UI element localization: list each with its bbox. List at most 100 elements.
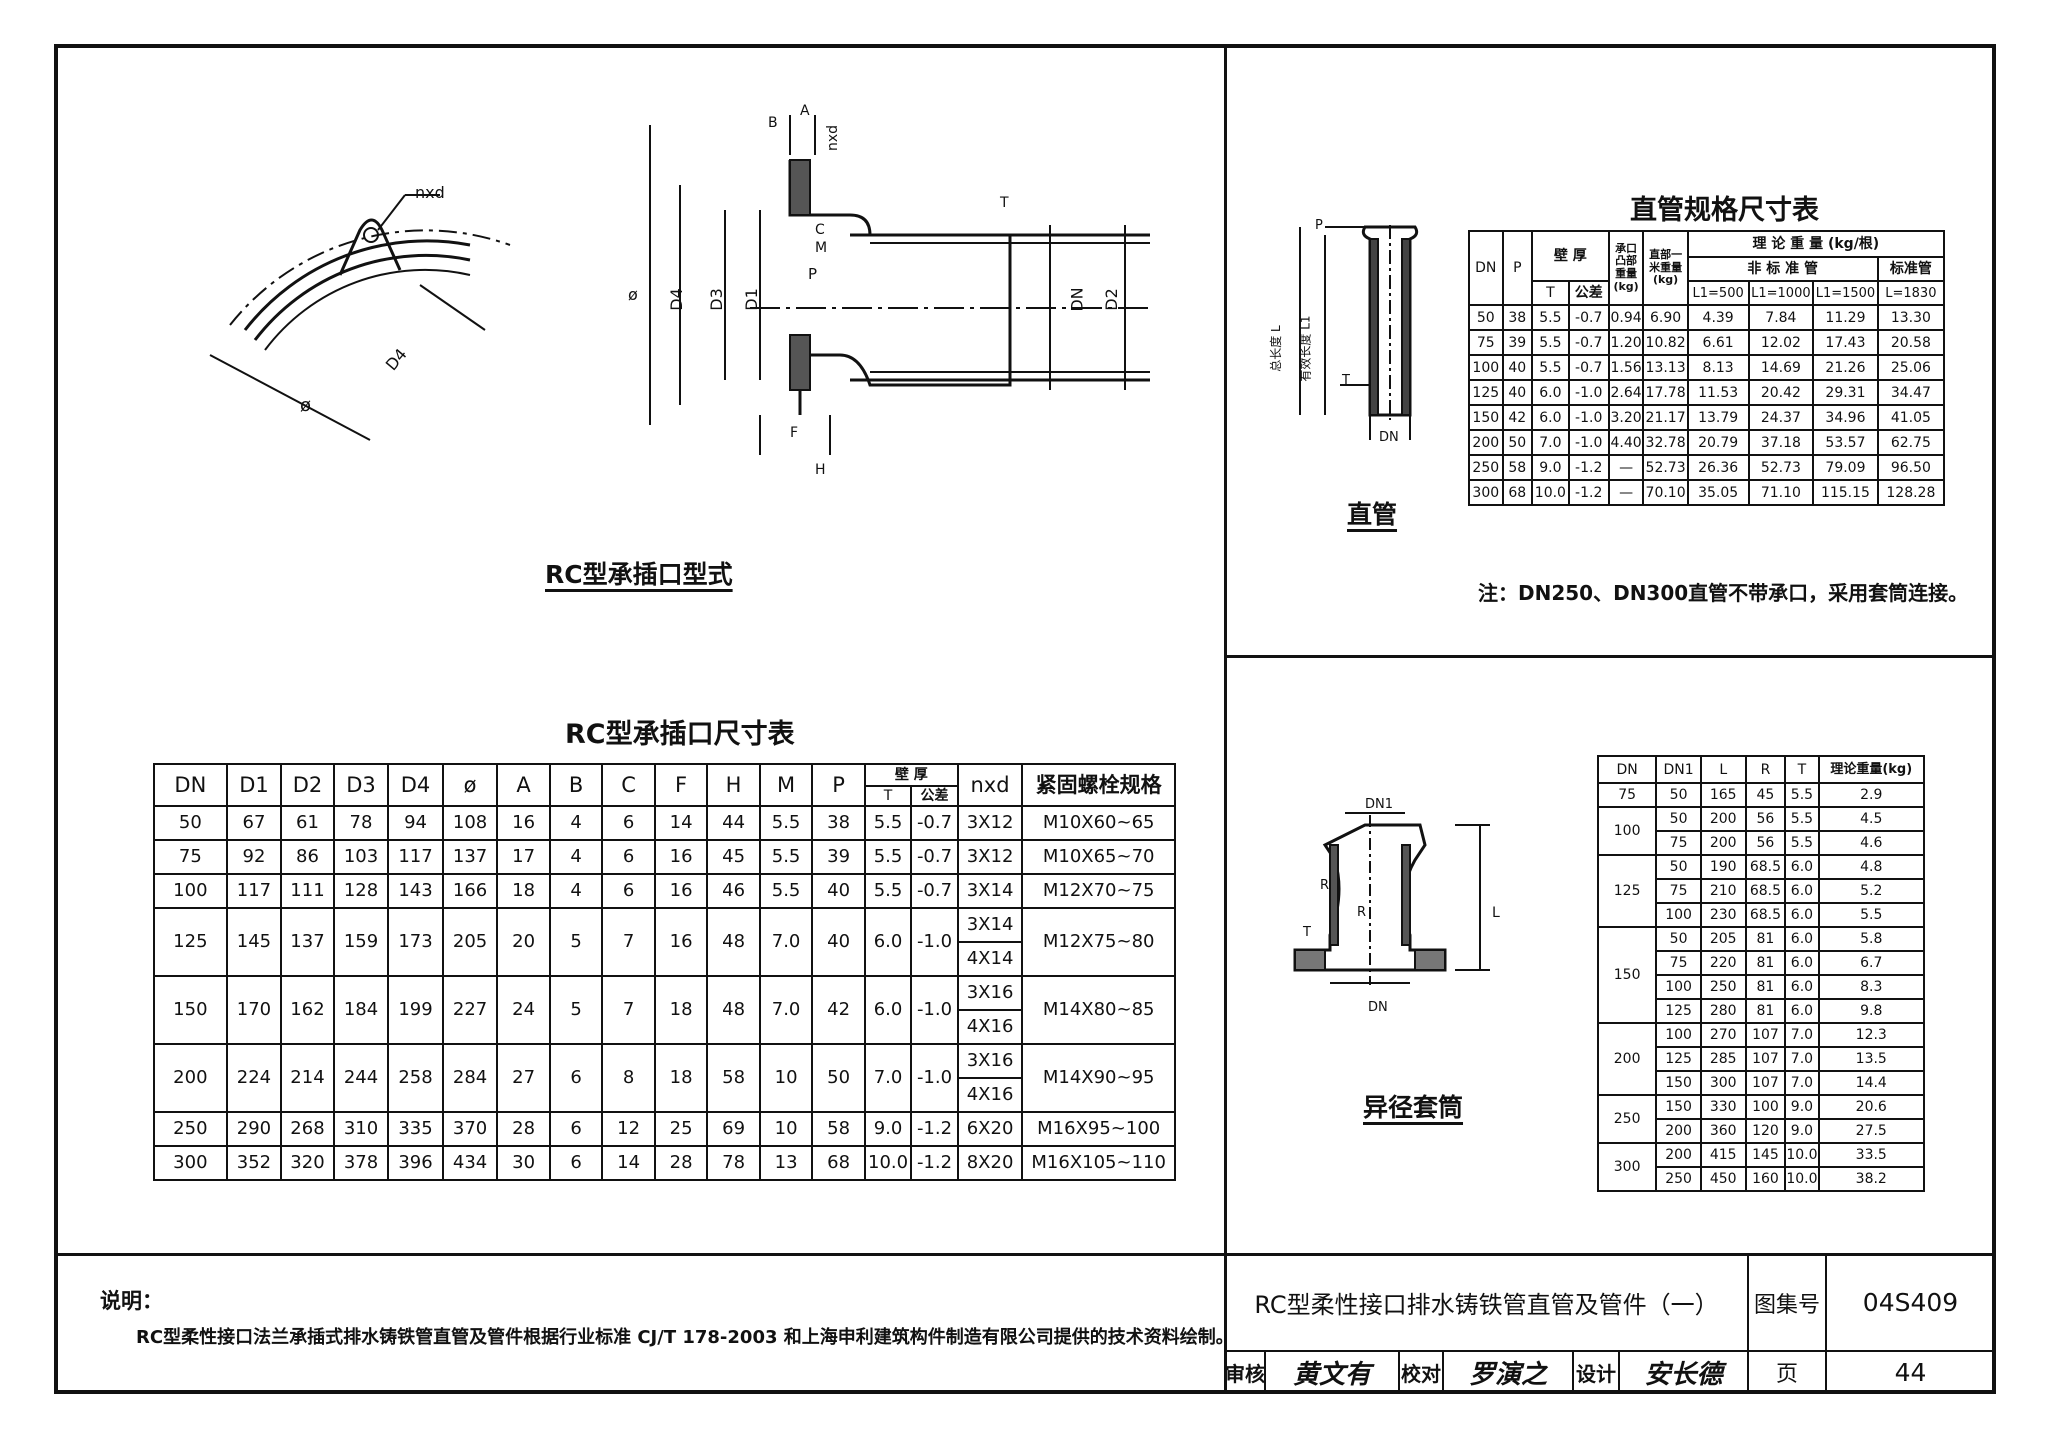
rc-col-m: M bbox=[758, 763, 814, 807]
rc-table-cell: 18 bbox=[496, 873, 551, 909]
sleeve-table-cell: 150 bbox=[1655, 1070, 1702, 1096]
rc-table-cell: 94 bbox=[387, 805, 444, 841]
rc-col-c: C bbox=[601, 763, 656, 807]
rc-table-cell: 5.5 bbox=[758, 839, 814, 875]
rc-table-cell: 396 bbox=[387, 1145, 444, 1181]
pipe-table-cell: 35.05 bbox=[1686, 479, 1750, 506]
rc-table-cell: 300 bbox=[153, 1145, 228, 1181]
sleeve-table-cell: 4.6 bbox=[1817, 830, 1926, 856]
pipe-table-cell: 5.5 bbox=[1531, 304, 1570, 331]
pipe-table-cell: 20.42 bbox=[1747, 379, 1815, 406]
sleeve-table-cell: 9.8 bbox=[1817, 998, 1926, 1024]
sleeve-table-cell: 7.0 bbox=[1784, 1046, 1820, 1072]
rc-table-cell: 13 bbox=[758, 1145, 814, 1181]
sleeve-table-cell: 56 bbox=[1744, 806, 1787, 832]
pipe-table-cell: 6.0 bbox=[1531, 379, 1570, 406]
pipe-table-cell: 11.53 bbox=[1686, 379, 1750, 406]
rc-table-cell: 69 bbox=[706, 1111, 761, 1147]
rc-table-cell: 40 bbox=[811, 873, 866, 909]
label-p-pipe: P bbox=[1315, 218, 1323, 233]
sleeve-table-dn-cell: 150 bbox=[1596, 926, 1658, 1024]
label-r1-sleeve: R bbox=[1320, 878, 1330, 893]
sleeve-table-cell: 415 bbox=[1699, 1142, 1747, 1168]
rc-table-cell: 92 bbox=[225, 839, 283, 875]
rc-table-cell: 370 bbox=[441, 1111, 499, 1147]
sleeve-table-cell: 27.5 bbox=[1817, 1118, 1926, 1144]
sleeve-table-dn-cell: 300 bbox=[1596, 1142, 1658, 1192]
sleeve-table-cell: 6.0 bbox=[1784, 998, 1820, 1024]
sleeve-table-cell: 7.0 bbox=[1784, 1022, 1820, 1048]
sleeve-table-cell: 125 bbox=[1655, 998, 1702, 1024]
label-h: H bbox=[815, 462, 826, 478]
rc-table-cell: 335 bbox=[387, 1111, 444, 1147]
pipe-col-p: P bbox=[1501, 230, 1534, 306]
sleeve-table-dn-cell: 75 bbox=[1596, 782, 1658, 808]
rc-table-cell: 224 bbox=[225, 1043, 283, 1113]
rc-table-cell: 6.0 bbox=[863, 975, 913, 1045]
reviewer-signature: 黄文有 bbox=[1264, 1350, 1400, 1394]
sleeve-col-dn: DN bbox=[1596, 755, 1658, 784]
rc-table-cell: 214 bbox=[280, 1043, 335, 1113]
sleeve-table-dn-cell: 200 bbox=[1596, 1022, 1658, 1096]
pipe-table-cell: 79.09 bbox=[1812, 454, 1879, 481]
rc-table-cell: 6 bbox=[548, 1043, 604, 1113]
rc-table-cell: 10 bbox=[758, 1111, 814, 1147]
rc-table-cell: 6X20 bbox=[956, 1111, 1024, 1147]
sleeve-table-dn-cell: 100 bbox=[1596, 806, 1658, 856]
sleeve-table-cell: 50 bbox=[1655, 782, 1702, 808]
page-number: 44 bbox=[1825, 1350, 1996, 1394]
sleeve-table-cell: 68.5 bbox=[1744, 902, 1787, 928]
sleeve-table-cell: 33.5 bbox=[1817, 1142, 1926, 1168]
label-f: F bbox=[790, 425, 799, 441]
sleeve-table-cell: 107 bbox=[1744, 1046, 1787, 1072]
pipe-table-cell: 96.50 bbox=[1876, 454, 1946, 481]
pipe-table-cell: 1.56 bbox=[1607, 354, 1645, 381]
rc-table-cell: 78 bbox=[706, 1145, 761, 1181]
sleeve-table-cell: 250 bbox=[1655, 1166, 1702, 1192]
sleeve-table-cell: 270 bbox=[1699, 1022, 1747, 1048]
rc-table-cell: 39 bbox=[811, 839, 866, 875]
sleeve-table-cell: 4.8 bbox=[1817, 854, 1926, 880]
rc-table-cell: 5.5 bbox=[758, 873, 814, 909]
rc-table-title: RC型承插口尺寸表 bbox=[565, 719, 795, 750]
sleeve-col-weight: 理论重量(kg) bbox=[1817, 755, 1926, 784]
pipe-table-cell: 75 bbox=[1468, 329, 1504, 356]
sleeve-table-cell: 360 bbox=[1699, 1118, 1747, 1144]
label-dn-sleeve: DN bbox=[1368, 1000, 1388, 1015]
sleeve-caption: 异径套筒 bbox=[1363, 1093, 1464, 1122]
pipe-table-cell: -1.0 bbox=[1567, 429, 1610, 456]
rc-table-cell: 9.0 bbox=[863, 1111, 913, 1147]
rc-table-cell: 8 bbox=[601, 1043, 656, 1113]
pipe-table-cell: 50 bbox=[1468, 304, 1504, 331]
pipe-table-cell: 250 bbox=[1468, 454, 1504, 481]
rc-table-cell: 18 bbox=[653, 1043, 709, 1113]
atlas-label: 图集号 bbox=[1747, 1253, 1827, 1352]
rc-table-cell: 4X14 bbox=[956, 941, 1024, 977]
pipe-table-cell: 29.31 bbox=[1812, 379, 1879, 406]
rc-table-cell: 205 bbox=[441, 907, 499, 977]
rc-table-cell: 310 bbox=[332, 1111, 390, 1147]
rc-table-cell: 170 bbox=[225, 975, 283, 1045]
label-d4-section: D4 bbox=[666, 288, 686, 311]
rc-table-cell: 5.5 bbox=[863, 839, 913, 875]
pipe-table-cell: 125 bbox=[1468, 379, 1504, 406]
sleeve-table-cell: 81 bbox=[1744, 950, 1787, 976]
rc-table-cell: M16X105~110 bbox=[1021, 1145, 1176, 1181]
pipe-table-cell: -0.7 bbox=[1567, 354, 1610, 381]
rc-table-cell: 12 bbox=[601, 1111, 656, 1147]
pipe-table-cell: 128.28 bbox=[1876, 479, 1946, 506]
rc-table-cell: 3X12 bbox=[956, 839, 1024, 875]
sleeve-table-dn-cell: 250 bbox=[1596, 1094, 1658, 1144]
pipe-table-cell: 40 bbox=[1501, 354, 1534, 381]
pipe-table-cell: 10.0 bbox=[1531, 479, 1570, 506]
pipe-table-cell: 8.13 bbox=[1686, 354, 1750, 381]
